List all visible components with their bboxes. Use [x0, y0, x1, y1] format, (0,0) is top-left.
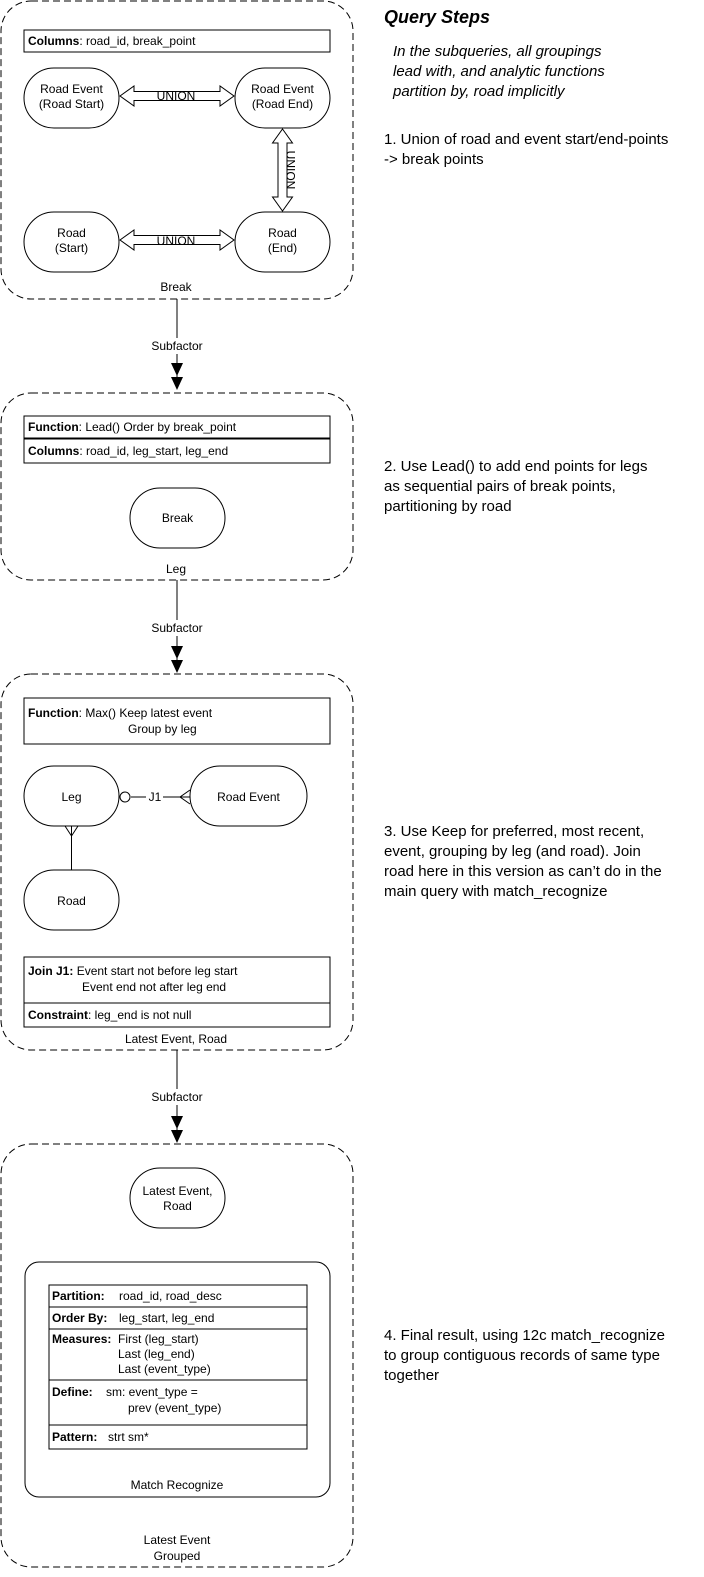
node-road-start-line-1: Road — [57, 226, 86, 240]
subfactor-label-bg-2 — [145, 620, 209, 636]
node-road-label: Road — [57, 894, 86, 908]
partition-value: road_id, road_desc — [119, 1289, 222, 1303]
intro-line-3: partition by, road implicitly — [392, 83, 566, 100]
union-arrow-roads — [119, 229, 235, 251]
node-latest-event-road[interactable] — [129, 1167, 226, 1229]
step-4-line-1: 4. Final result, using 12c match_recogni… — [384, 1327, 665, 1344]
subfactor-arrow-3a — [171, 1116, 183, 1129]
orderby-value: leg_start, leg_end — [119, 1311, 214, 1325]
step-4-line-2: to group contiguous records of same type — [384, 1347, 660, 1364]
subfactor-arrow-2a — [171, 646, 183, 659]
break-caption: Break — [160, 280, 192, 294]
step-1-line-1: 1. Union of road and event start/end-poi… — [384, 131, 668, 148]
step-3-line-2: event, grouping by leg (and road). Join — [384, 843, 641, 860]
leg-frame — [0, 392, 354, 581]
node-road-end-line-1: Road — [268, 226, 297, 240]
subfactor-arrow-3b — [171, 1130, 183, 1143]
latest-function-box — [23, 697, 331, 745]
leg-function-box — [23, 415, 331, 439]
orderby-label: Order By: — [52, 1311, 107, 1325]
pattern-label: Pattern: — [52, 1430, 97, 1444]
measures-value-3: Last (event_type) — [118, 1362, 211, 1376]
node-road-start-line-2: (Start) — [55, 241, 88, 255]
latest-function-text: Function: Max() Keep latest event — [28, 706, 213, 720]
union-label-events: UNION — [157, 89, 196, 103]
subfactor-label-bg-3 — [145, 1089, 209, 1105]
leg-columns-box — [23, 438, 331, 464]
intro-line-1: In the subqueries, all groupings — [393, 43, 602, 60]
leg-function-text: Function: Lead() Order by break_point — [28, 420, 237, 434]
intro-line-2: lead with, and analytic functions — [393, 63, 605, 80]
latest-constraint-text: Constraint: leg_end is not null — [28, 1008, 191, 1022]
node-road-end-line-2: (End) — [268, 241, 297, 255]
subfactor-label-2: Subfactor — [151, 621, 202, 635]
measures-value-1: First (leg_start) — [118, 1332, 199, 1346]
latest-caption: Latest Event, Road — [125, 1032, 227, 1046]
node-road-event-label: Road Event — [217, 790, 280, 804]
measures-label: Measures: — [52, 1332, 111, 1346]
node-latest-event-road-line-1: Latest Event, — [142, 1184, 212, 1198]
node-road-event-start-line-1: Road Event — [40, 82, 103, 96]
pattern-value: strt sm* — [108, 1430, 149, 1444]
union-arrow-events — [119, 85, 235, 107]
join-circle-icon — [119, 791, 131, 803]
leg-columns-text: Columns: road_id, leg_start, leg_end — [28, 444, 228, 458]
node-road-start[interactable] — [23, 211, 120, 273]
break-columns-text: Columns: road_id, break_point — [28, 34, 196, 48]
measures-value-2: Last (leg_end) — [118, 1347, 195, 1361]
subfactor-arrow-2b — [171, 660, 183, 673]
node-leg-label: Leg — [61, 790, 81, 804]
subfactor-label-1: Subfactor — [151, 339, 202, 353]
pattern-box — [48, 1424, 308, 1450]
step-2-line-3: partitioning by road — [384, 498, 512, 515]
define-value-2: prev (event_type) — [128, 1401, 221, 1415]
node-road-event-start[interactable] — [23, 67, 120, 129]
node-road-event-end[interactable] — [234, 67, 331, 129]
node-road-event-end-line-2: (Road End) — [252, 97, 313, 111]
node-road-end[interactable] — [234, 211, 331, 273]
step-2-line-2: as sequential pairs of break points, — [384, 478, 616, 495]
step-2-line-1: 2. Use Lead() to add end points for legs — [384, 458, 648, 475]
node-road-event-end-line-1: Road Event — [251, 82, 314, 96]
final-frame — [0, 1143, 354, 1568]
step-3-line-1: 3. Use Keep for preferred, most recent, — [384, 823, 644, 840]
union-arrow-vertical — [271, 128, 294, 212]
latest-constraint-box — [23, 1002, 331, 1028]
leg-caption: Leg — [166, 562, 186, 576]
union-label-roads: UNION — [157, 234, 196, 248]
define-value-1: sm: event_type = — [106, 1385, 198, 1399]
break-columns-box — [23, 29, 331, 53]
measures-box — [48, 1328, 308, 1381]
subfactor-label-bg-1 — [145, 338, 209, 354]
latest-function-text-2: Group by leg — [128, 722, 197, 736]
final-caption-line-1: Latest Event — [144, 1533, 211, 1547]
node-road-event[interactable] — [189, 765, 308, 827]
latest-join-box — [23, 956, 331, 1004]
join-tag: J1 — [149, 790, 162, 804]
subfactor-label-3: Subfactor — [151, 1090, 202, 1104]
latest-join-text-2: Event end not after leg end — [82, 980, 226, 994]
subfactor-arrow-1a — [171, 363, 183, 376]
union-label-vertical: UNION — [284, 151, 298, 190]
match-recognize-caption: Match Recognize — [131, 1478, 224, 1492]
subfactor-arrow-1b — [171, 377, 183, 390]
join-crowfoot-icon — [179, 789, 191, 805]
node-break[interactable] — [129, 487, 226, 549]
latest-join-text: Join J1: Event start not before leg star… — [28, 964, 238, 978]
step-3-line-3: road here in this version as can’t do in… — [384, 863, 662, 880]
step-3-line-4: main query with match_recognize — [384, 883, 607, 900]
final-caption-line-2: Grouped — [154, 1549, 201, 1563]
node-road-event-start-line-2: (Road Start) — [39, 97, 104, 111]
partition-label: Partition: — [52, 1289, 105, 1303]
node-latest-event-road-line-2: Road — [163, 1199, 192, 1213]
leg-road-crowfoot-icon — [64, 825, 79, 837]
define-label: Define: — [52, 1385, 93, 1399]
heading: Query Steps — [384, 7, 490, 27]
step-4-line-3: together — [384, 1367, 439, 1384]
define-box — [48, 1379, 308, 1426]
step-1-line-2: -> break points — [384, 151, 484, 168]
node-break-label: Break — [162, 511, 194, 525]
